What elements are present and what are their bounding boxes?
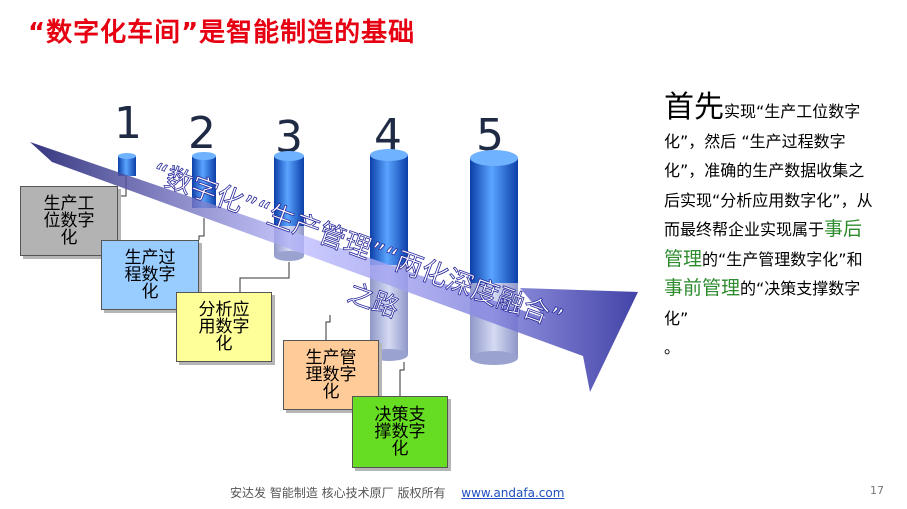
step-box-1: 生产工位数字化 [20,186,118,256]
footer-text: 安达发 智能制造 核心技术原厂 版权所有 [230,486,446,500]
progress-arrow [30,142,638,392]
footer-link[interactable]: www.andafa.com [461,486,565,500]
description-lead: 首先 [664,90,724,125]
slide-title: “数字化车间”是智能制造的基础 [28,18,416,48]
highlight-pre-management: 事前管理 [664,277,741,299]
page-number: 17 [870,484,884,497]
step-box-3: 分析应用数字化 [176,292,272,362]
step-box-5: 决策支撑数字化 [352,396,448,468]
step-number-2: 2 [188,108,216,159]
highlight-post-management: 事后管理 [664,218,863,270]
description-text: 首先实现“生产工位数字化”，然后 “生产过程数字化”，准确的生产数据收集之后实现… [664,90,873,358]
cylinder-1 [118,153,136,176]
step-number-1: 1 [114,98,142,149]
cylinder-5 [470,150,518,365]
footer: 安达发 智能制造 核心技术原厂 版权所有 www.andafa.com [230,484,564,501]
